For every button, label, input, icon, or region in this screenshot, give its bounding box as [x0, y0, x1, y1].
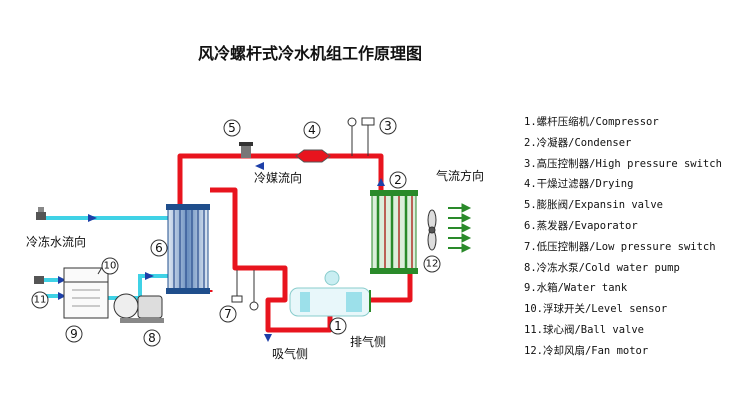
legend-item: 10.浮球开关/Level sensor [524, 303, 668, 316]
callout-2 [389, 171, 407, 189]
suction-line [210, 187, 333, 333]
drying-filter-icon [295, 149, 331, 163]
callout-3-label: 3 [384, 119, 392, 133]
ball-valve-bottom [34, 276, 44, 284]
callout-4-label: 4 [308, 123, 316, 137]
legend-item: 9.水箱/Water tank [524, 282, 628, 295]
legend-item: 6.蒸发器/Evaporator [524, 219, 638, 232]
callout-4 [303, 121, 321, 139]
legend-item: 4.干燥过滤器/Drying [524, 178, 634, 191]
refrigerant-arrows [255, 162, 385, 342]
legend-item: 8.冷冻水泵/Cold water pump [524, 261, 680, 274]
callout-9 [65, 325, 83, 343]
callout-6 [150, 239, 168, 257]
suction-side-label: 吸气侧 [272, 346, 308, 361]
tank-arrow-2 [58, 292, 66, 300]
callout-5-label: 5 [228, 121, 236, 135]
liquid-line-top [177, 153, 384, 210]
discharge-line [368, 272, 413, 303]
callout-11-label: 11 [34, 295, 47, 306]
evaporator [166, 204, 210, 294]
callout-7 [219, 305, 237, 323]
air-flow-arrows [448, 203, 472, 253]
callout-8 [143, 329, 161, 347]
water-arrows [58, 214, 154, 300]
callout-1 [329, 317, 347, 335]
legend-item: 12.冷却风扇/Fan motor [524, 344, 649, 357]
water-pump-icon [113, 293, 164, 323]
water-arrow-out [88, 214, 97, 222]
legend-item: 5.膨胀阀/Expansin valve [524, 199, 663, 212]
legend-item: 3.高压控制器/High pressure switch [524, 157, 722, 170]
air-flow-label: 气流方向 [436, 168, 484, 183]
callout-10-label: 10 [104, 261, 117, 272]
discharge-side-label: 排气侧 [350, 334, 386, 349]
callout-7-label: 7 [224, 307, 232, 321]
screw-compressor-icon [289, 270, 371, 317]
high-pressure-switch-icon [347, 117, 375, 156]
low-pressure-switch-icon [231, 270, 259, 311]
callout-3 [379, 117, 397, 135]
fan-motor-icon [427, 209, 437, 251]
tank-arrow-1 [58, 276, 66, 284]
callout-10 [101, 257, 119, 275]
refrigerant-flow-label: 冷媒流向 [254, 170, 302, 185]
callouts [31, 117, 441, 347]
condenser [370, 190, 418, 274]
arrow-left [255, 162, 264, 170]
callout-2-label: 2 [394, 173, 402, 187]
callout-12-label: 12 [426, 259, 439, 270]
water-tank-icon [63, 267, 109, 319]
legend-item: 7.低压控制器/Low pressure switch [524, 240, 716, 253]
diagram-title: 风冷螺杆式冷水机组工作原理图 [197, 44, 422, 63]
arrow-up [377, 178, 385, 186]
refrigerant-loop [177, 153, 413, 333]
callout-12 [423, 255, 441, 273]
callout-9-label: 9 [70, 327, 78, 341]
water-arrow-in [145, 272, 154, 280]
callout-1-label: 1 [334, 319, 342, 333]
water-return-line [108, 274, 168, 300]
legend-item: 2.冷凝器/Condenser [524, 136, 632, 149]
component-legend: 1.螺杆压缩机/Compressor 2.冷凝器/Condenser 3.高压控… [524, 112, 750, 362]
callout-6-label: 6 [155, 241, 163, 255]
chilled-water-flow-label: 冷冻水流向 [26, 234, 86, 249]
legend-item: 11.球心阀/Ball valve [524, 323, 645, 336]
expansion-valve-icon [239, 142, 253, 158]
ball-valve-top [36, 207, 46, 220]
arrow-down-suction [264, 334, 272, 342]
callout-11 [31, 291, 49, 309]
callout-8-label: 8 [148, 331, 156, 345]
legend-item: 1.螺杆压缩机/Compressor [524, 116, 659, 128]
callout-5 [223, 119, 241, 137]
